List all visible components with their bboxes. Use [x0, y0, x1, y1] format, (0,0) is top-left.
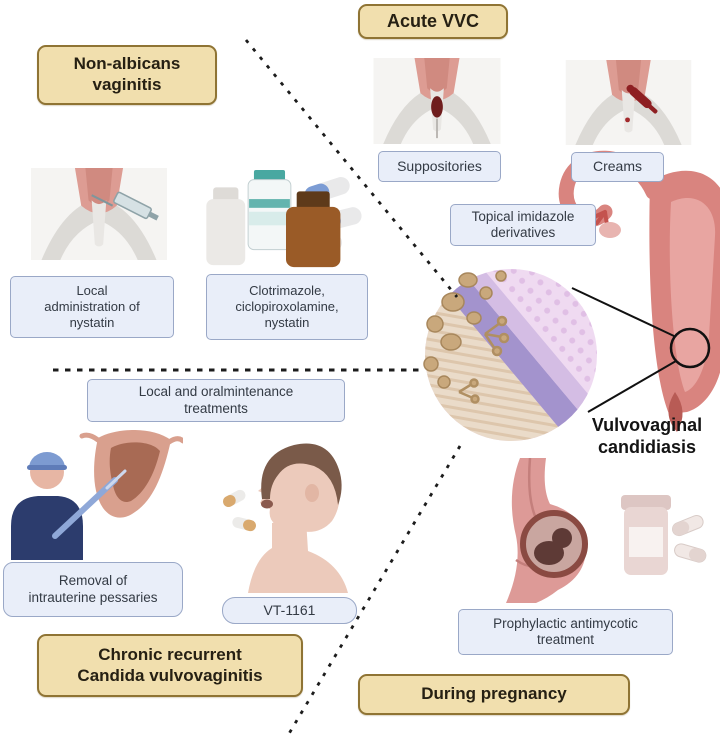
capsule-2	[674, 543, 707, 563]
treatment-clotrimazole: Clotrimazole, ciclopiroxolamine, nystati…	[206, 274, 368, 340]
instrument	[52, 469, 127, 539]
capsules	[222, 489, 256, 532]
fetus-body	[534, 541, 564, 565]
oral-treatment-illustration	[210, 431, 360, 598]
category-acute-vvc: Acute VVC	[358, 4, 508, 39]
syringe-shape	[91, 191, 159, 221]
treatment-creams: Creams	[571, 152, 664, 182]
nystatin-injection-illustration	[25, 168, 173, 265]
cream-applicator-shape	[626, 84, 658, 114]
pill-bottle-icon	[621, 495, 707, 575]
bottle-cap	[621, 495, 671, 510]
treatment-local-nystatin: Local administration of nystatin	[10, 276, 174, 338]
treatment-removal-pessaries: Removal of intrauterine pessaries	[3, 562, 183, 617]
ovary	[599, 222, 621, 238]
glass-vial	[247, 169, 292, 251]
category-during-pregnancy: During pregnancy	[358, 674, 630, 715]
cream-application-illustration	[556, 60, 701, 150]
suppository-shape	[431, 96, 443, 118]
suppository-insertion-illustration	[372, 58, 502, 149]
surgeon-icon	[11, 429, 186, 560]
treatment-local-oral-maintenance: Local and oralmintenance treatments	[87, 379, 345, 422]
treatment-prophylactic: Prophylactic antimycotic treatment	[458, 609, 673, 655]
white-bottle	[206, 187, 246, 266]
pessary-removal-illustration	[3, 429, 186, 565]
open-mouth	[261, 499, 273, 509]
vulva-cream-icon	[565, 60, 692, 145]
vulva-syringe-icon	[31, 168, 167, 260]
treatment-suppositories: Suppositories	[378, 151, 501, 182]
treatment-vt-1161: VT-1161	[222, 597, 357, 624]
treatment-topical-imidazole: Topical imidazole derivatives	[450, 204, 596, 246]
vulva-suppository-icon	[373, 58, 501, 144]
category-chronic-recurrent: Chronic recurrent Candida vulvovaginitis	[37, 634, 303, 697]
amber-bottle	[286, 191, 341, 268]
ear	[305, 484, 319, 502]
bottle-label	[629, 527, 663, 557]
man-taking-pills-icon	[222, 443, 348, 593]
capsule-1	[672, 514, 704, 537]
category-non-albicans: Non-albicans vaginitis	[37, 45, 217, 105]
medicine-bottles-icon	[206, 169, 362, 268]
surgeon-figure	[11, 452, 83, 560]
antifungal-medications-illustration	[200, 168, 372, 275]
antimycotic-pills-illustration	[612, 492, 717, 589]
candida-hyphae	[458, 315, 510, 404]
pregnancy-illustration	[488, 457, 608, 608]
uterus-open	[79, 429, 186, 518]
candida-yeast-cells	[423, 270, 507, 389]
pregnant-abdomen-icon	[506, 457, 588, 603]
diagram-title: Vulvovaginal candidiasis	[591, 415, 703, 457]
